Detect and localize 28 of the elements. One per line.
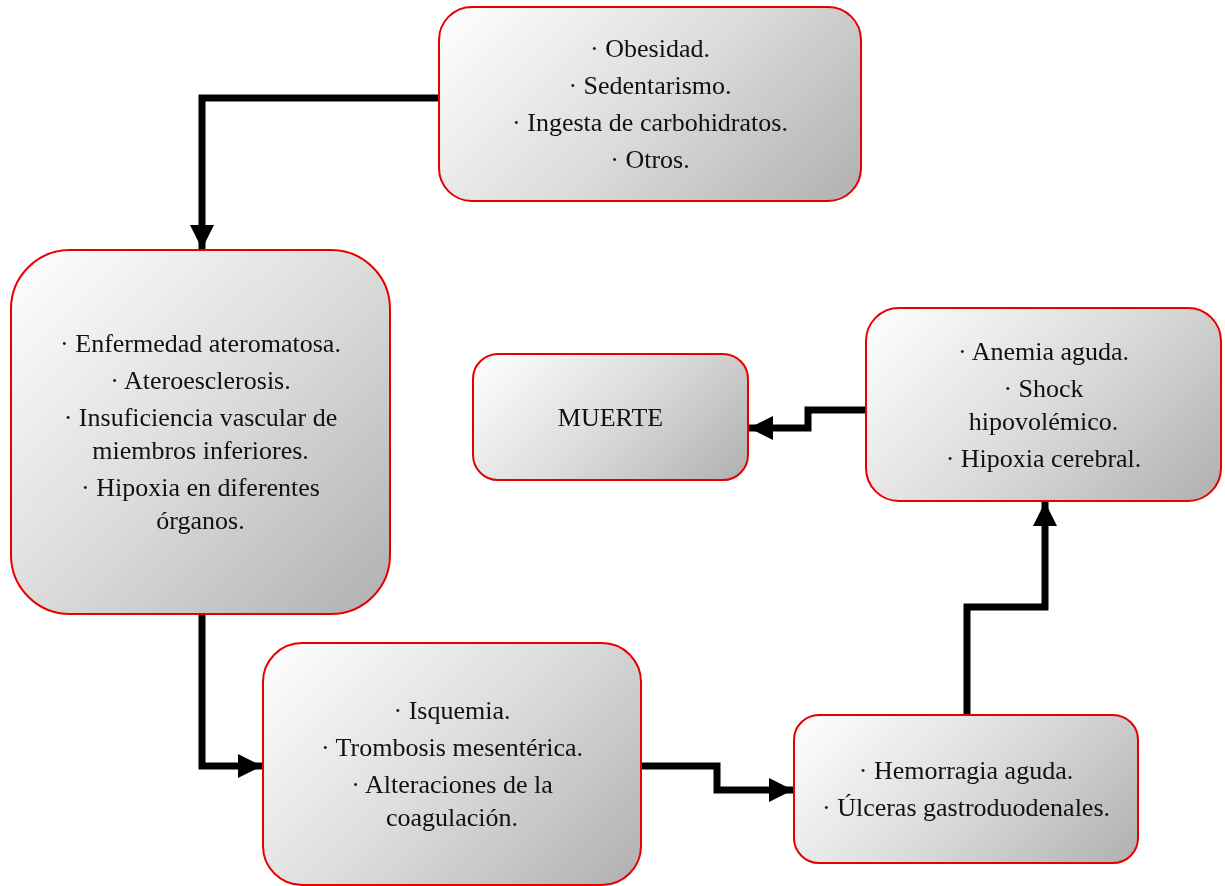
list-item-text: · Anemia aguda. [957,335,1130,368]
list-item-text: · Hipoxia en diferentes órganos. [80,472,321,537]
list-item-text: · Isquemia. [393,695,511,727]
arrow [963,502,1057,714]
rounded-box [438,6,862,202]
arrow [749,406,865,440]
arrow [190,94,438,249]
rounded-box [472,353,749,481]
list-item-text: MUERTE [557,401,664,434]
rounded-box [793,714,1139,864]
list-item-text: · Hipoxia cerebral. [945,442,1142,475]
list-item-text: · Úlceras gastroduodenales. [821,792,1111,824]
list-item-text: · Hemorragia aguda. [858,755,1074,787]
list-item-text: · Ingesta de carbohidratos. [512,107,788,139]
list-item-text: · Insuficiencia vascular de miembros inferiores. [62,402,339,467]
list-item-text: · Sedentarismo. [568,70,732,102]
list-item-text: · Shock hipovolémico. [967,372,1120,438]
list-item-text: · Otros. [610,144,690,176]
list-item-text: · Ateroesclerosis. [110,365,291,397]
list-item-text: · Trombosis mesentérica. [320,732,584,764]
rounded-box [262,642,642,886]
rounded-box [865,307,1222,502]
list-item-text: · Alteraciones de la coagulación. [350,769,554,834]
arrow [642,762,793,802]
list-item-text: · Obesidad. [590,33,710,65]
rounded-box [10,249,391,615]
arrow [198,615,262,778]
list-item-text: · Enfermedad ateromatosa. [60,328,341,360]
